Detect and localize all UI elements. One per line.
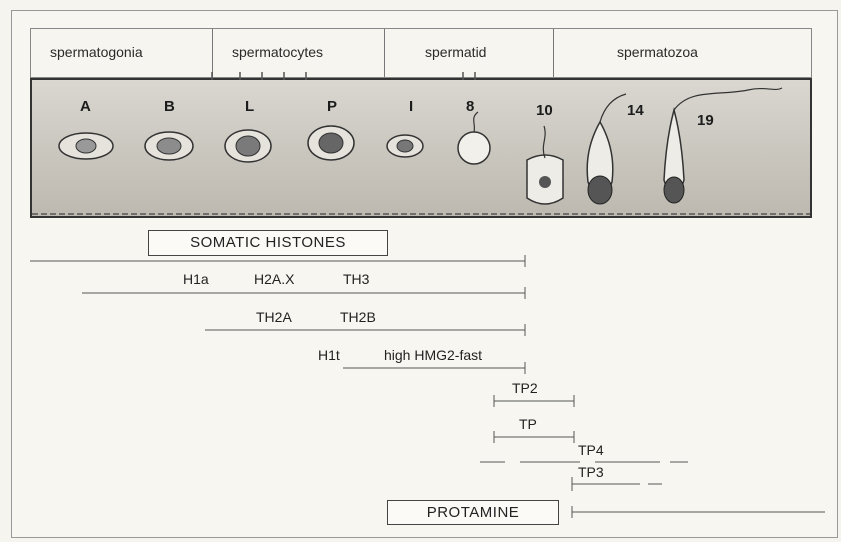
protamine-box: PROTAMINE bbox=[387, 500, 559, 525]
label-h1a: H1a bbox=[183, 271, 209, 287]
cell-i bbox=[387, 135, 423, 157]
header-ticks bbox=[212, 72, 475, 80]
label-hmg2: high HMG2-fast bbox=[384, 347, 482, 363]
label-th2b: TH2B bbox=[340, 309, 376, 325]
label-th3: TH3 bbox=[343, 271, 369, 287]
label-tp: TP bbox=[519, 416, 537, 432]
expression-lines bbox=[30, 255, 825, 518]
somatic-histones-box: SOMATIC HISTONES bbox=[148, 230, 388, 256]
label-h1t: H1t bbox=[318, 347, 340, 363]
cell-10 bbox=[527, 126, 563, 204]
label-h2ax: H2A.X bbox=[254, 271, 294, 287]
cell-a bbox=[59, 133, 113, 159]
label-tp4: TP4 bbox=[578, 442, 604, 458]
cell-p bbox=[308, 126, 354, 160]
label-tp3: TP3 bbox=[578, 464, 604, 480]
label-th2a: TH2A bbox=[256, 309, 292, 325]
label-tp2: TP2 bbox=[512, 380, 538, 396]
cell-19 bbox=[664, 88, 782, 203]
cell-l bbox=[225, 130, 271, 162]
cell-b bbox=[145, 132, 193, 160]
cell-14 bbox=[587, 94, 626, 204]
cell-8 bbox=[458, 112, 490, 164]
